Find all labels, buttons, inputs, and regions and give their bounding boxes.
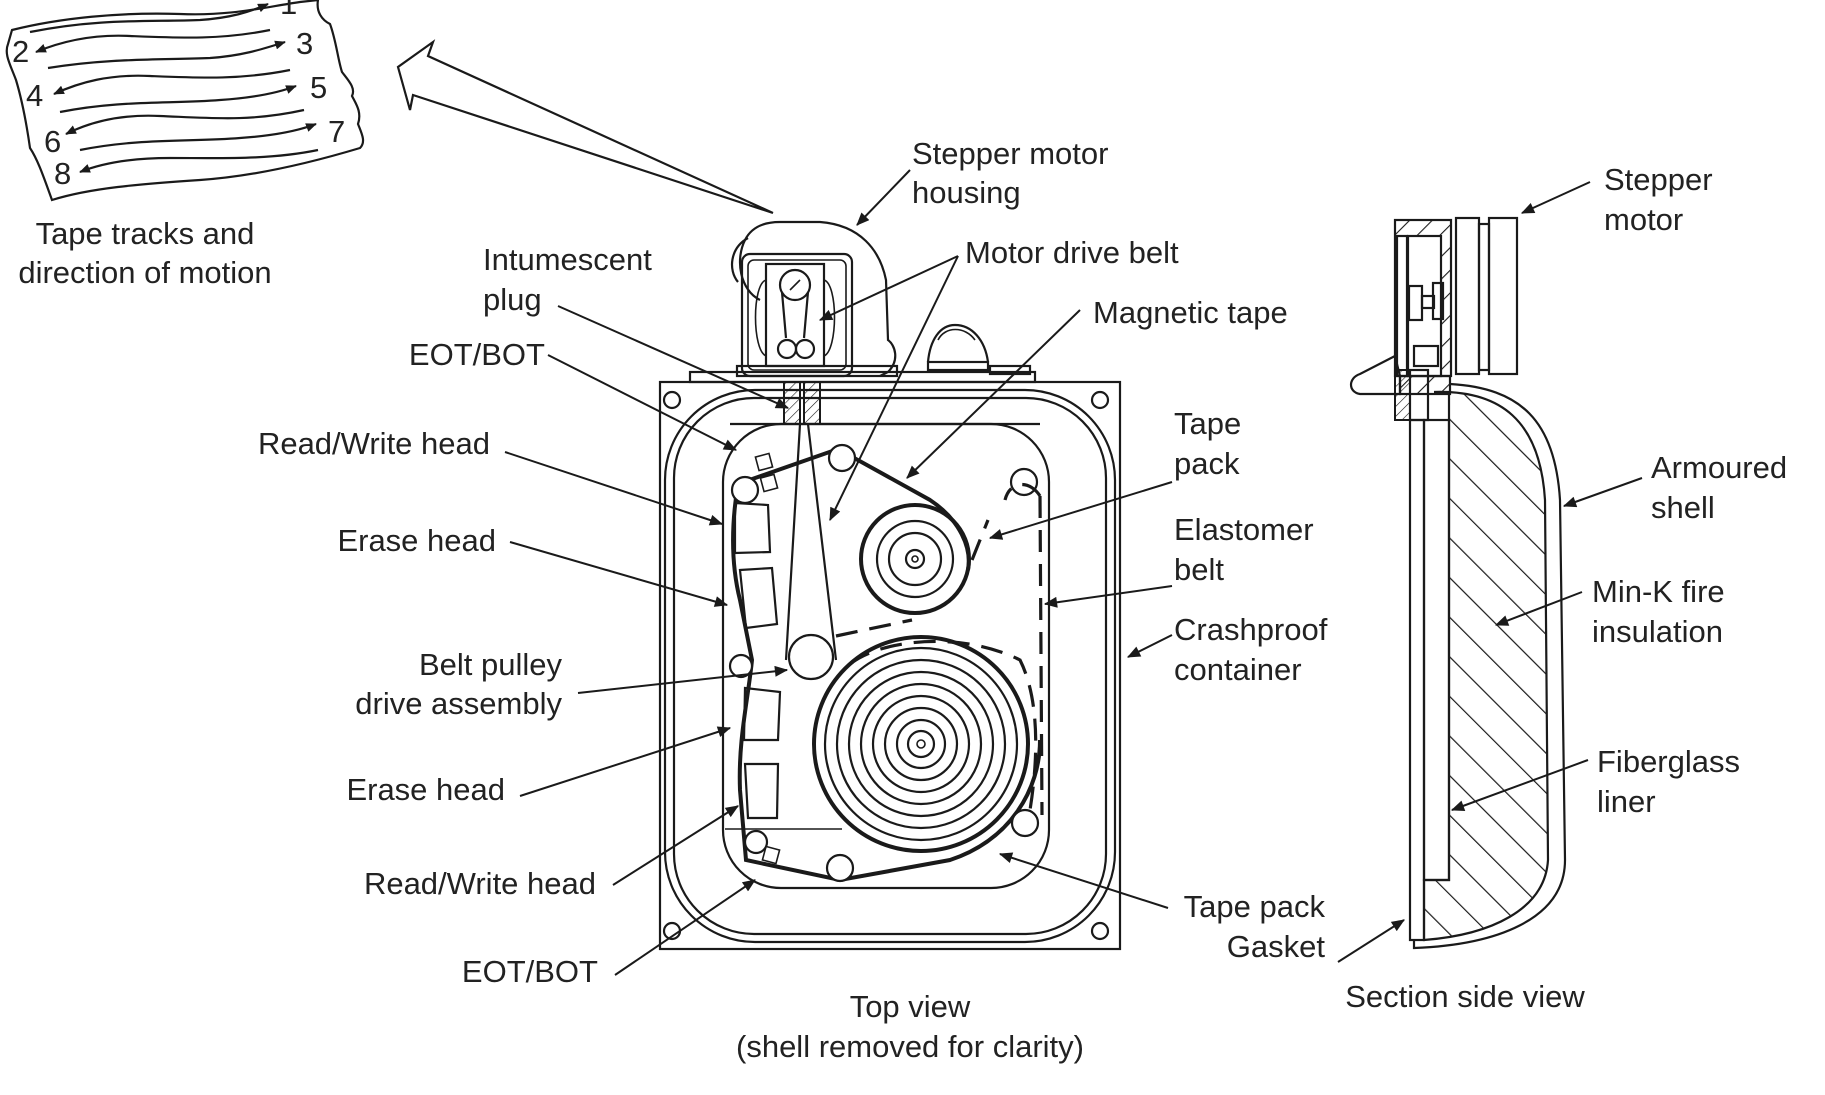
top-view	[658, 220, 1122, 951]
stepper-motor-housing	[730, 220, 899, 378]
label-armoured-shell-2: shell	[1651, 490, 1715, 525]
track-number-2: 2	[12, 34, 29, 69]
top-view-caption-line2: (shell removed for clarity)	[736, 1029, 1084, 1064]
armoured-shell	[1412, 382, 1567, 950]
label-elastomer-belt-2: belt	[1174, 552, 1224, 587]
fiberglass-liner	[1422, 418, 1451, 882]
track-number-8: 8	[54, 156, 71, 191]
label-read-write-head-bottom: Read/Write head	[364, 866, 596, 901]
label-intumescent-plug-1: Intumescent	[483, 242, 652, 277]
inset-callout-arrow	[396, 39, 774, 215]
connector-dome	[926, 323, 1032, 376]
track-number-4: 4	[26, 78, 43, 113]
min-k-fire-insulation	[1422, 390, 1550, 942]
leader-lines	[504, 169, 1643, 976]
label-read-write-head-top: Read/Write head	[258, 426, 490, 461]
label-belt-pulley-1: Belt pulley	[419, 647, 563, 682]
side-view-caption: Section side view	[1345, 979, 1585, 1014]
label-tape-pack-gasket-1: Tape pack	[1184, 889, 1326, 924]
label-fiberglass-1: Fiberglass	[1597, 744, 1740, 779]
label-motor-drive-belt: Motor drive belt	[965, 235, 1179, 270]
top-view-caption-line1: Top view	[850, 989, 971, 1024]
tape-track-lines	[29, 2, 319, 174]
track-number-7: 7	[328, 114, 345, 149]
label-stepper-motor-2: motor	[1604, 202, 1683, 237]
label-min-k-1: Min-K fire	[1592, 574, 1725, 609]
label-stepper-motor-housing-1: Stepper motor	[912, 136, 1108, 171]
label-armoured-shell-1: Armoured	[1651, 450, 1787, 485]
stepper-motor	[1454, 216, 1481, 376]
label-crashproof-2: container	[1174, 652, 1302, 687]
label-stepper-motor-1: Stepper	[1604, 162, 1713, 197]
tape-tracks-inset: 1 2 3 4 5 6 7 8 Tape tracks and directio…	[5, 0, 365, 290]
label-eot-bot-top: EOT/BOT	[409, 337, 545, 372]
label-tape-pack-1: Tape	[1174, 406, 1241, 441]
label-magnetic-tape: Magnetic tape	[1093, 295, 1288, 330]
read-write-and-erase-heads	[725, 452, 842, 865]
belt-pulley	[787, 633, 835, 681]
label-erase-head-bottom: Erase head	[346, 772, 505, 807]
crashproof-container	[658, 380, 1122, 951]
label-tape-pack-2: pack	[1174, 446, 1240, 481]
label-min-k-2: insulation	[1592, 614, 1723, 649]
label-tape-pack-gasket-2: Gasket	[1227, 929, 1326, 964]
label-belt-pulley-2: drive assembly	[355, 686, 562, 721]
label-crashproof-1: Crashproof	[1174, 612, 1328, 647]
label-fiberglass-2: liner	[1597, 784, 1656, 819]
labels: Stepper motor housing Intumescent plug M…	[258, 136, 1787, 1064]
elastomer-belt	[835, 482, 1044, 816]
section-side-view	[1349, 216, 1567, 950]
label-eot-bot-bottom: EOT/BOT	[462, 954, 598, 989]
tape-inset-caption-line2: direction of motion	[18, 255, 271, 290]
tape-inset-caption-line1: Tape tracks and	[36, 216, 255, 251]
label-elastomer-belt-1: Elastomer	[1174, 512, 1314, 547]
track-number-3: 3	[296, 26, 313, 61]
label-erase-head-top: Erase head	[337, 523, 496, 558]
tape-pack-large-reel	[812, 635, 1030, 853]
tape-pack-gasket	[1408, 418, 1426, 942]
label-intumescent-plug-2: plug	[483, 282, 542, 317]
label-stepper-motor-housing-2: housing	[912, 175, 1021, 210]
track-number-6: 6	[44, 124, 61, 159]
track-number-1: 1	[280, 0, 297, 21]
track-number-5: 5	[310, 70, 327, 105]
intumescent-plug	[783, 381, 801, 425]
tape-pack-small-reel	[859, 503, 971, 615]
